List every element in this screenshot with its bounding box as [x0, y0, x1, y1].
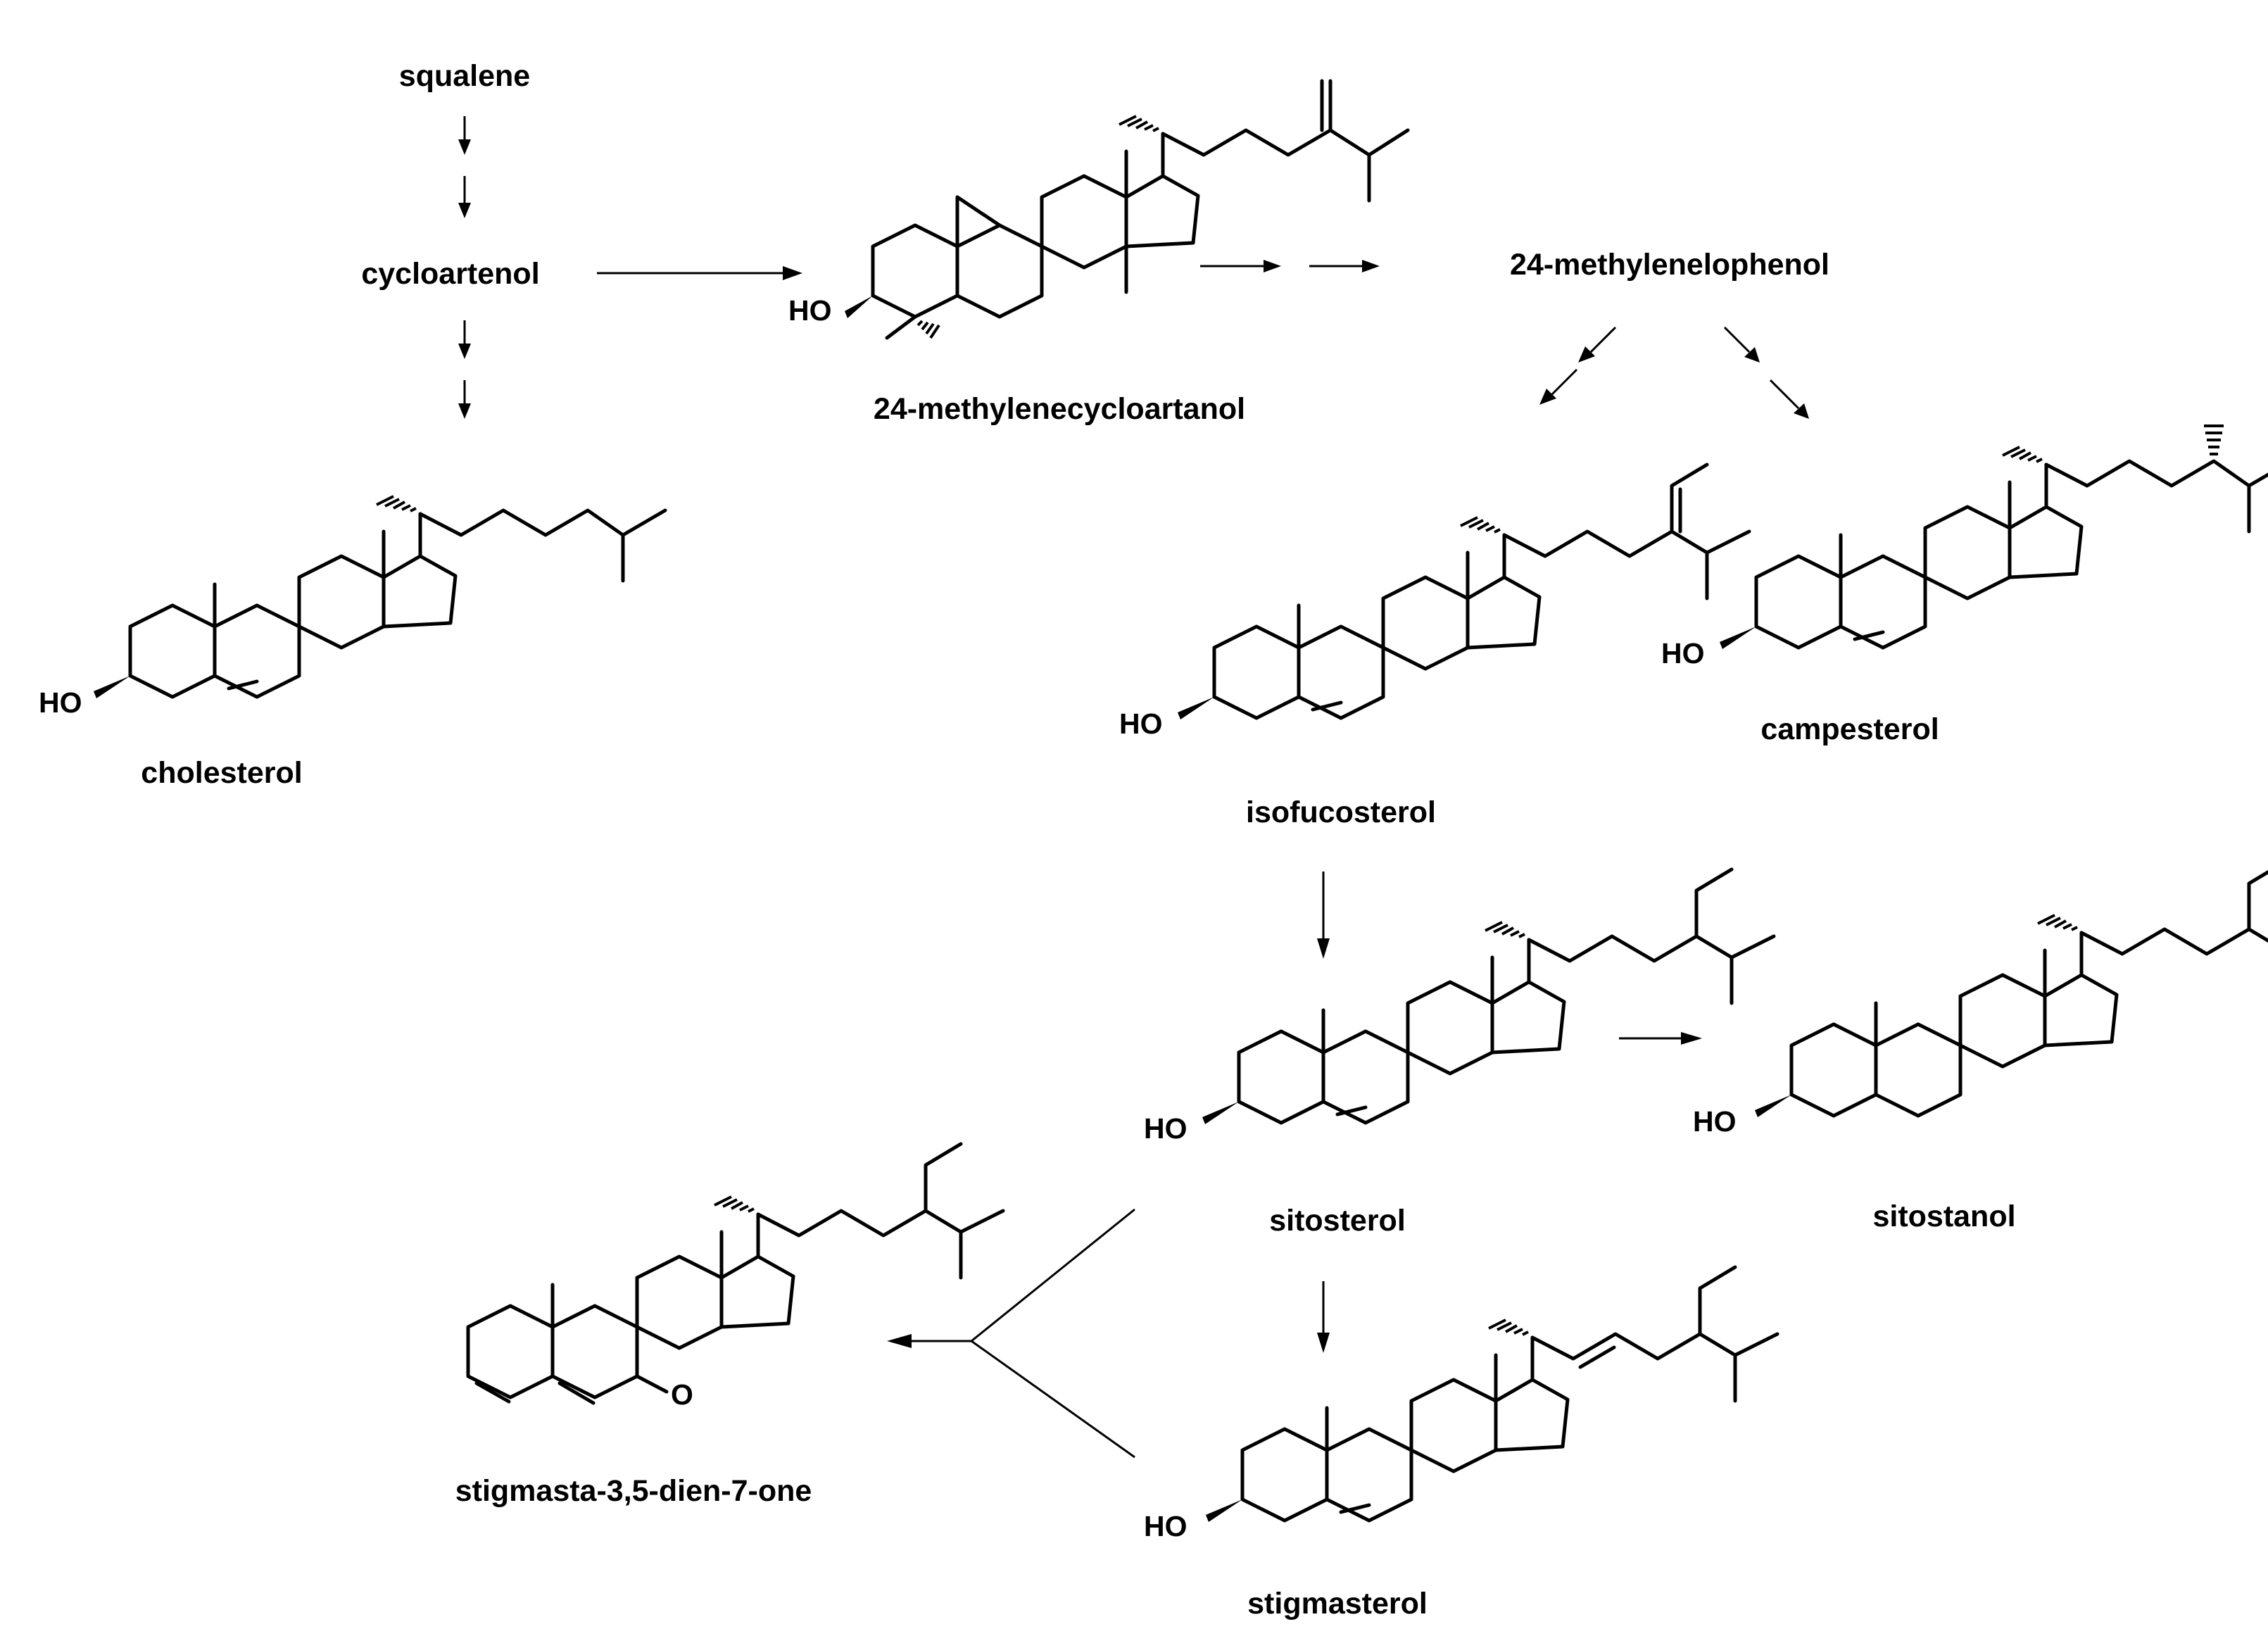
atom-hydroxyl: HO — [1144, 1112, 1187, 1145]
arrow-to-campesterol — [1723, 326, 1809, 419]
label-stigmasterol: stigmasterol — [1247, 1587, 1428, 1621]
atom-hydroxyl: HO — [39, 686, 82, 719]
atom-hydroxyl: HO — [788, 294, 832, 327]
stigmastadienone-structure: O — [466, 1144, 1003, 1411]
cholesterol-structure: HO — [39, 496, 667, 719]
arrow-squalene-to-cycloartenol — [458, 116, 471, 218]
arrow-to-methylenelophenol — [1200, 260, 1380, 272]
arrow-sitosterol-to-sitostanol — [1619, 1032, 1702, 1045]
atom-hydroxyl: HO — [1119, 707, 1163, 740]
label-sitostanol: sitostanol — [1872, 1200, 2015, 1233]
arrow-cycloartenol-to-cholesterol — [458, 320, 471, 419]
methylenecycloartanol-structure: HO — [788, 79, 1410, 340]
label-stigmasta-3-5-dien-7-one: stigmasta-3,5-dien-7-one — [455, 1474, 812, 1508]
arrow-to-stigmastadienone — [887, 1208, 1135, 1459]
arrow-isofucosterol-to-sitosterol — [1317, 872, 1330, 959]
reaction-arrows — [458, 116, 1809, 1459]
label-campesterol: campesterol — [1760, 712, 1939, 746]
compound-labels: squalene cycloartenol 24-methylenecycloa… — [141, 59, 2015, 1621]
stigmasterol-structure: HO — [1144, 1265, 1779, 1542]
label-cholesterol: cholesterol — [141, 756, 302, 790]
isofucosterol-structure: HO — [1119, 463, 1751, 740]
sitosterol-structure: HO — [1144, 869, 1774, 1145]
sitostanol-structure: HO — [1693, 862, 2268, 1138]
atom-hydroxyl: HO — [1693, 1105, 1737, 1138]
atom-hydroxyl: HO — [1661, 637, 1705, 669]
label-cycloartenol: cycloartenol — [361, 257, 539, 291]
arrow-cycloartenol-to-methylenecycloartanol — [597, 266, 802, 280]
campesterol-structure: HO — [1661, 424, 2268, 669]
arrow-sitosterol-to-stigmasterol — [1317, 1281, 1330, 1353]
atom-hydroxyl: HO — [1144, 1510, 1187, 1542]
label-24-methylenecycloartanol: 24-methylenecycloartanol — [874, 392, 1245, 426]
label-squalene: squalene — [399, 59, 530, 93]
atom-oxygen: O — [671, 1378, 693, 1411]
arrow-to-isofucosterol — [1539, 326, 1617, 405]
label-24-methylenelophenol: 24-methylenelophenol — [1510, 248, 1829, 282]
label-sitosterol: sitosterol — [1269, 1204, 1406, 1238]
label-isofucosterol: isofucosterol — [1246, 795, 1436, 829]
